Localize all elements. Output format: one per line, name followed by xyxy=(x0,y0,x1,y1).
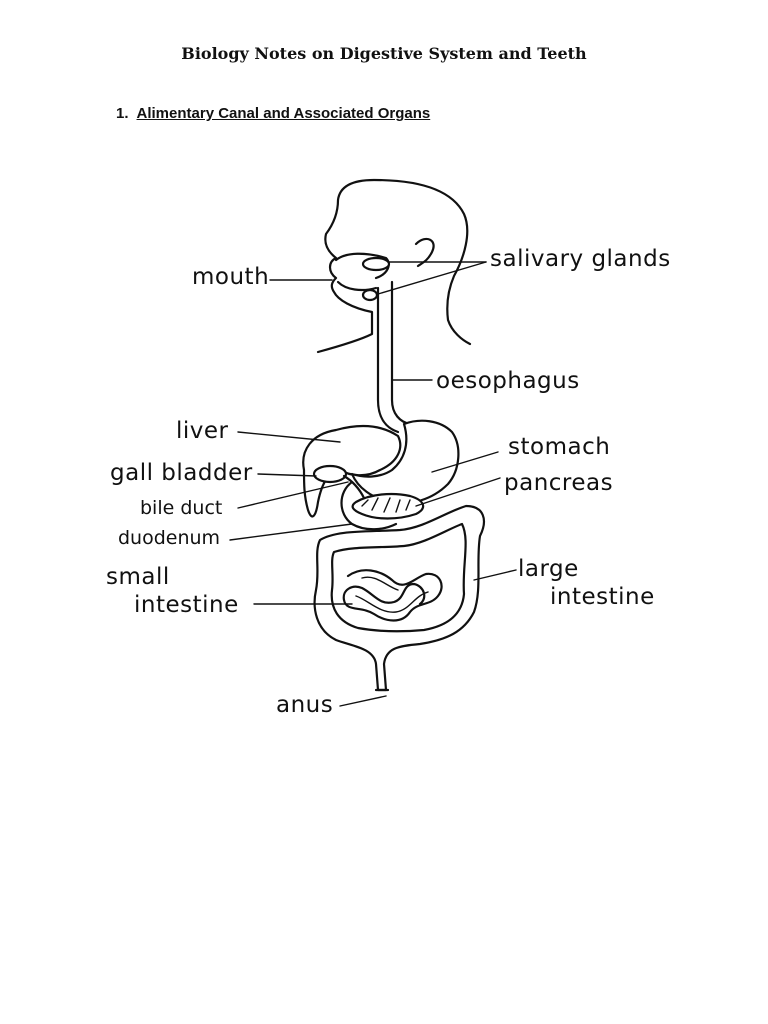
leader-liver xyxy=(237,431,341,443)
section-number: 1. xyxy=(116,105,129,122)
liver xyxy=(302,424,402,518)
leader-duodenum xyxy=(229,523,353,541)
section-heading-text: Alimentary Canal and Associated Organs xyxy=(136,105,431,122)
label-anus: anus xyxy=(276,692,333,718)
label-stomach: stomach xyxy=(508,434,610,460)
head-outline xyxy=(316,178,472,354)
bile-duct-tube xyxy=(342,474,366,500)
leader-anus xyxy=(339,695,387,707)
leader-large-intestine xyxy=(473,569,517,581)
pancreas-texture xyxy=(361,497,411,513)
label-gall-bladder: gall bladder xyxy=(110,460,253,486)
small-intestine-coils xyxy=(342,569,443,622)
document-title: Biology Notes on Digestive System and Te… xyxy=(181,44,587,63)
label-large-intestine-line1: large xyxy=(518,556,579,582)
label-small-intestine-line1: small xyxy=(106,564,170,590)
label-small-intestine-line2: intestine xyxy=(134,592,239,618)
leader-stomach xyxy=(431,451,499,473)
label-large-intestine-line2: intestine xyxy=(550,584,655,610)
small-intestine-coils-inner xyxy=(355,576,429,613)
large-intestine-inner xyxy=(330,522,467,633)
salivary-gland-upper xyxy=(361,256,391,272)
oesophagus-tube xyxy=(376,286,400,434)
leader-gall-bladder xyxy=(257,473,317,477)
oesophagus-tube-inner xyxy=(390,280,412,426)
leader-bile-duct xyxy=(237,481,349,509)
label-salivary-glands: salivary glands xyxy=(490,246,671,272)
label-duodenum: duodenum xyxy=(118,527,220,549)
salivary-gland-lower xyxy=(361,288,379,302)
section-heading: 1. Alimentary Canal and Associated Organs xyxy=(116,105,430,122)
pancreas xyxy=(351,492,425,520)
label-pancreas: pancreas xyxy=(504,470,613,496)
mouth-cavity xyxy=(334,252,390,280)
label-bile-duct: bile duct xyxy=(140,497,222,519)
label-mouth: mouth xyxy=(192,264,269,290)
tongue xyxy=(336,280,378,292)
leader-pancreas xyxy=(415,477,501,507)
ear xyxy=(414,237,435,268)
gall-bladder xyxy=(312,464,348,484)
label-oesophagus: oesophagus xyxy=(436,368,580,394)
leader-salivary-glands-lower xyxy=(377,261,487,295)
label-liver: liver xyxy=(176,418,229,444)
